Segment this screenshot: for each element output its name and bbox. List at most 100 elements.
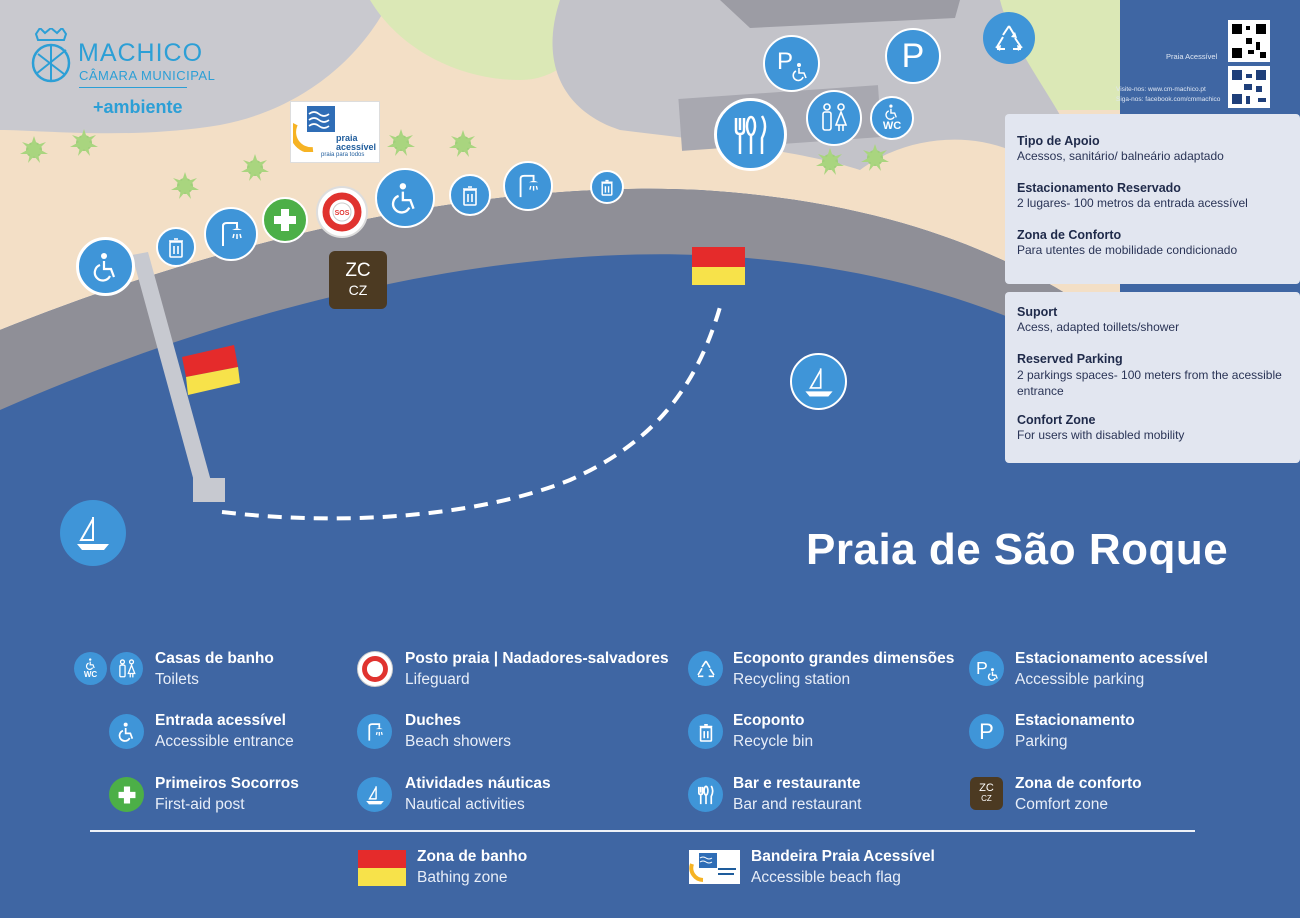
accessible-beach-flag-icon bbox=[293, 106, 335, 152]
accessible-parking-icon: P bbox=[969, 651, 1004, 686]
recycling-icon bbox=[983, 12, 1035, 64]
info-en-text-1: Acess, adapted toillets/shower bbox=[1017, 320, 1180, 334]
beach-title: Praia de São Roque bbox=[806, 525, 1229, 574]
legend-comfort-zone-heading: Zona de conforto bbox=[1015, 775, 1142, 792]
legend-parking-p: P bbox=[979, 718, 994, 744]
recycling-icon bbox=[688, 651, 723, 686]
brand-subtitle: CÂMARA MUNICIPAL bbox=[79, 68, 216, 83]
recycle-bin-icon bbox=[688, 714, 723, 749]
info-pt-heading-1: Tipo de Apoio bbox=[1017, 134, 1100, 148]
legend-accessible-parking-heading: Estacionamento acessível bbox=[1015, 650, 1208, 667]
legend-toilets-text: Toilets bbox=[155, 671, 199, 688]
sailboat-icon bbox=[790, 353, 847, 410]
parking-icon: P bbox=[969, 714, 1004, 749]
legend-accessible-parking-text: Accessible parking bbox=[1015, 671, 1145, 688]
legend-recycling-station-text: Recycling station bbox=[733, 671, 851, 688]
legend-wc-label: WC bbox=[83, 670, 98, 679]
qr2-line1: Visite-nos: www.cm-machico.pt bbox=[1116, 86, 1206, 93]
legend-entrance-heading: Entrada acessível bbox=[155, 712, 286, 729]
legend-lifeguard-heading: Posto praia | Nadadores-salvadores bbox=[405, 650, 669, 667]
parking-p: P bbox=[901, 37, 925, 75]
legend-accessible-parking-p: P bbox=[976, 657, 988, 677]
comfort-zone-label-pt: ZC bbox=[345, 260, 371, 281]
info-box-pt: Tipo de Apoio Acessos, sanitário/ balneá… bbox=[1005, 114, 1300, 284]
legend-bathing-heading: Zona de banho bbox=[417, 848, 528, 865]
comfort-zone-label-en: CZ bbox=[348, 282, 368, 298]
comfort-zone-icon: ZC CZ bbox=[329, 251, 387, 309]
info-box-en: Suport Acess, adapted toillets/shower Re… bbox=[1005, 292, 1300, 463]
legend-comfort-zone-text: Comfort zone bbox=[1015, 796, 1109, 813]
info-en-text-2: 2 parkings spaces- 100 meters from the a… bbox=[1017, 368, 1282, 398]
accessible-parking-p: P bbox=[777, 48, 793, 75]
shower-icon bbox=[357, 714, 392, 749]
info-pt-heading-2: Estacionamento Reservado bbox=[1017, 181, 1181, 195]
legend-restaurant-text: Bar and restaurant bbox=[733, 796, 862, 813]
info-pt-text-1: Acessos, sanitário/ balneário adaptado bbox=[1017, 149, 1224, 163]
flag-card-line1: praia bbox=[336, 133, 358, 143]
toilets-icon bbox=[806, 90, 862, 146]
recycle-bin-icon bbox=[590, 170, 624, 204]
accessible-beach-flag-icon bbox=[689, 850, 740, 884]
info-en-heading-3: Confort Zone bbox=[1017, 413, 1096, 427]
shower-icon bbox=[503, 161, 553, 211]
brand-name: MACHICO bbox=[78, 39, 204, 67]
legend-nautical-heading: Atividades náuticas bbox=[405, 775, 551, 792]
comfort-zone-icon: ZC CZ bbox=[970, 777, 1003, 810]
sailboat-icon bbox=[357, 777, 392, 812]
first-aid-icon bbox=[262, 197, 308, 243]
qr2-line2: Siga-nos: facebook.com/cmmachico bbox=[1116, 96, 1221, 103]
legend-bathing-text: Bathing zone bbox=[417, 869, 508, 886]
accessible-beach-flag-card: praia acessível praia para todos bbox=[290, 101, 380, 163]
restaurant-icon bbox=[688, 777, 723, 812]
legend-showers-text: Beach showers bbox=[405, 733, 511, 750]
lifebuoy-icon bbox=[357, 651, 393, 687]
sailboat-icon bbox=[60, 500, 126, 566]
legend-zc-bottom: CZ bbox=[981, 794, 992, 803]
first-aid-icon bbox=[109, 777, 144, 812]
brand-tagline: +ambiente bbox=[93, 97, 183, 117]
parking-icon: P bbox=[885, 28, 941, 84]
recycle-bin-icon bbox=[449, 174, 491, 216]
qr-code-website[interactable] bbox=[1228, 66, 1270, 108]
legend-beach-flag-heading: Bandeira Praia Acessível bbox=[751, 848, 935, 865]
wc-label: WC bbox=[882, 120, 902, 132]
crest-icon bbox=[31, 28, 71, 83]
legend-toilets-heading: Casas de banho bbox=[155, 650, 274, 667]
bathing-flag-right bbox=[692, 247, 745, 285]
recycle-bin-icon bbox=[156, 227, 196, 267]
accessible-entrance-icon bbox=[375, 168, 435, 228]
info-pt-text-2: 2 lugares- 100 metros da entrada acessív… bbox=[1017, 196, 1248, 210]
legend-lifeguard-text: Lifeguard bbox=[405, 671, 470, 688]
legend-showers-heading: Duches bbox=[405, 712, 461, 729]
accessible-wc-icon: WC bbox=[870, 96, 914, 140]
legend-entrance-text: Accessible entrance bbox=[155, 733, 294, 750]
toilets-icon bbox=[110, 652, 143, 685]
info-en-text-3: For users with disabled mobility bbox=[1017, 428, 1185, 442]
lifebuoy-icon: SOS bbox=[316, 186, 368, 238]
flag-card-line2: acessível bbox=[336, 142, 377, 152]
accessible-entrance-icon bbox=[76, 237, 135, 296]
legend-parking-heading: Estacionamento bbox=[1015, 712, 1135, 729]
legend-recycle-bin-text: Recycle bin bbox=[733, 733, 814, 750]
qr1-label: Praia Acessível bbox=[1166, 52, 1218, 61]
info-pt-heading-3: Zona de Conforto bbox=[1017, 228, 1122, 242]
info-en-heading-1: Suport bbox=[1017, 305, 1058, 319]
legend-beach-flag-text: Accessible beach flag bbox=[751, 869, 901, 886]
wheelchair-icon bbox=[109, 714, 144, 749]
accessible-parking-icon: P bbox=[763, 35, 820, 92]
legend-first-aid-heading: Primeiros Socorros bbox=[155, 775, 299, 792]
bathing-flag-left bbox=[182, 345, 240, 395]
legend-recycling-station-heading: Ecoponto grandes dimensões bbox=[733, 650, 955, 667]
qr-code-accessible-beach[interactable] bbox=[1228, 20, 1270, 62]
restaurant-icon bbox=[714, 98, 787, 171]
wc-icon: WC bbox=[74, 652, 107, 685]
legend-restaurant-heading: Bar e restaurante bbox=[733, 775, 861, 792]
legend-recycle-bin-heading: Ecoponto bbox=[733, 712, 805, 729]
sos-label: SOS bbox=[335, 210, 350, 217]
legend-nautical-text: Nautical activities bbox=[405, 796, 525, 813]
flag-card-line3: praia para todos bbox=[321, 152, 365, 158]
info-en-heading-2: Reserved Parking bbox=[1017, 352, 1123, 366]
legend-divider bbox=[90, 830, 1195, 832]
shower-icon bbox=[204, 207, 258, 261]
legend-zc-top: ZC bbox=[979, 782, 994, 794]
